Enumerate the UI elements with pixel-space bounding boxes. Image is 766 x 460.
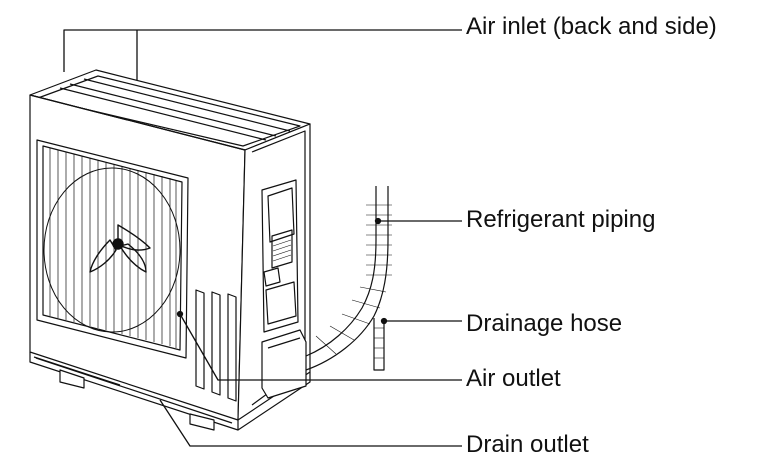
air-inlet-leader bbox=[63, 29, 462, 72]
air-outlet-label: Air outlet bbox=[466, 365, 561, 392]
drain-outlet-label: Drain outlet bbox=[466, 431, 589, 458]
front-grille bbox=[36, 139, 189, 359]
refrigerant-piping-label: Refrigerant piping bbox=[466, 206, 656, 233]
air-outlet-leader bbox=[179, 313, 462, 381]
drain-outlet-leader bbox=[159, 399, 462, 447]
fan-hub bbox=[89, 224, 151, 273]
side-panel bbox=[195, 179, 307, 402]
leader-lines bbox=[63, 29, 462, 447]
drainage-hose bbox=[373, 318, 385, 371]
air-inlet-label: Air inlet (back and side) bbox=[466, 13, 717, 40]
drainage-hose-label: Drainage hose bbox=[466, 310, 623, 337]
refrigerant-piping bbox=[305, 186, 392, 371]
